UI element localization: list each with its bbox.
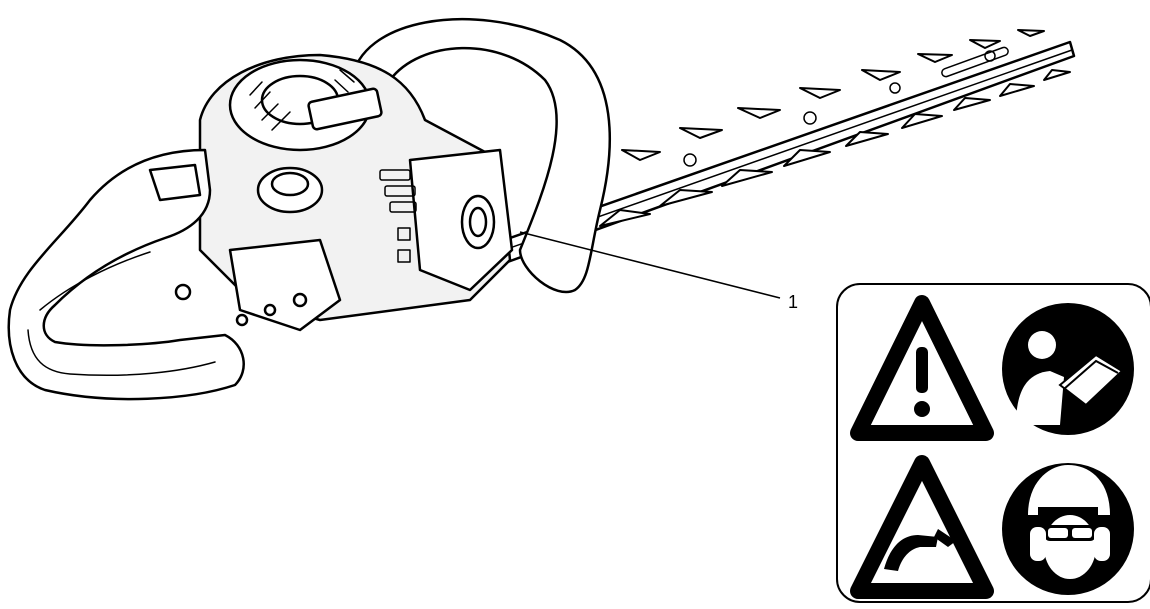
- wear-helmet-goggles-earmuffs-icon: [1002, 463, 1134, 595]
- engine-body: [198, 53, 514, 332]
- cutter-blade: [468, 29, 1076, 274]
- front-handle: [350, 17, 611, 294]
- callout-leader-line: [519, 231, 781, 299]
- read-manual-icon: [1002, 303, 1134, 435]
- safety-label-panel: [836, 283, 1150, 603]
- warning-hand-cut-icon: [850, 455, 994, 599]
- warning-exclamation-icon: [850, 295, 994, 441]
- rear-handle: [7, 148, 245, 401]
- callout-number-1: 1: [788, 292, 799, 312]
